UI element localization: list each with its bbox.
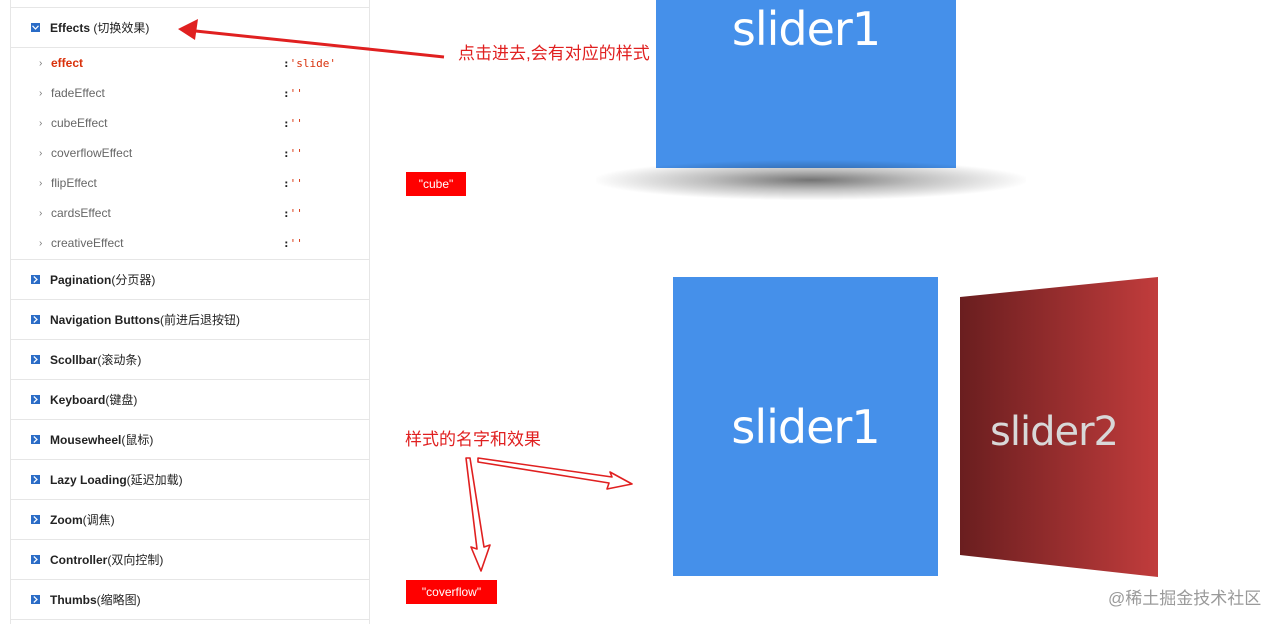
arrow-to-coverflow-tag <box>465 457 491 572</box>
effect-name-annotation: 样式的名字和效果 <box>405 430 541 449</box>
cube-slide-1-label: slider1 <box>731 2 881 56</box>
section-label: Pagination(分页器) <box>50 273 156 287</box>
arrow-to-coverflow-demo <box>477 457 633 490</box>
cube-shadow <box>596 160 1026 200</box>
chevron-right-icon <box>31 275 40 284</box>
effects-item-value: :'' <box>283 176 303 190</box>
effects-item-value: :'slide' <box>283 56 336 70</box>
chevron-right-small-icon: › <box>39 87 43 99</box>
coverflow-tag: "coverflow" <box>406 580 497 604</box>
chevron-right-icon <box>31 475 40 484</box>
chevron-right-small-icon: › <box>39 117 43 129</box>
section-label: Scollbar(滚动条) <box>50 353 142 367</box>
effects-item-name: flipEffect <box>51 176 97 190</box>
coverflow-slide-2: slider2 <box>960 277 1158 577</box>
cube-tag: "cube" <box>406 172 466 196</box>
api-sidebar: Effects (切换效果) › effect :'slide' › fadeEffec… <box>10 0 370 624</box>
effects-item-name: cubeEffect <box>51 116 108 130</box>
sidebar-sections: Pagination(分页器) Navigation Buttons(前进后退按钮… <box>11 260 369 620</box>
section-label: Thumbs(缩略图) <box>50 593 141 607</box>
effects-item-value: :'' <box>283 146 303 160</box>
chevron-right-icon <box>31 435 40 444</box>
chevron-right-icon <box>31 595 40 604</box>
click-annotation: 点击进去,会有对应的样式 <box>458 44 650 63</box>
section-label: Mousewheel(鼠标) <box>50 433 154 447</box>
chevron-right-small-icon: › <box>39 177 43 189</box>
section-keyboard[interactable]: Keyboard(键盘) <box>11 380 369 420</box>
chevron-right-small-icon: › <box>39 207 43 219</box>
watermark: @稀土掘金技术社区 <box>1108 589 1262 608</box>
effects-item-name: coverflowEffect <box>51 146 133 160</box>
chevron-right-small-icon: › <box>39 147 43 159</box>
effects-item-name: cardsEffect <box>51 206 111 220</box>
section-pagination[interactable]: Pagination(分页器) <box>11 260 369 300</box>
section-scollbar[interactable]: Scollbar(滚动条) <box>11 340 369 380</box>
chevron-right-icon <box>31 315 40 324</box>
section-label: Lazy Loading(延迟加载) <box>50 473 183 487</box>
section-controller[interactable]: Controller(双向控制) <box>11 540 369 580</box>
effects-item-value: :'' <box>283 86 303 100</box>
effects-item-creativeEffect[interactable]: › creativeEffect :'' <box>11 228 369 258</box>
section-zoom[interactable]: Zoom(调焦) <box>11 500 369 540</box>
effects-item-value: :'' <box>283 236 303 250</box>
chevron-right-small-icon: › <box>39 57 43 69</box>
section-lazy-loading[interactable]: Lazy Loading(延迟加载) <box>11 460 369 500</box>
arrow-to-effects <box>178 19 445 59</box>
effects-item-effect[interactable]: › effect :'slide' <box>11 48 369 78</box>
coverflow-slide-1-label: slider1 <box>731 399 880 454</box>
effects-item-name: creativeEffect <box>51 236 124 250</box>
effects-option-list: › effect :'slide' › fadeEffect :'' › cubeEffect… <box>11 48 369 260</box>
cube-slide-1: slider1 <box>656 0 956 168</box>
effects-item-cardsEffect[interactable]: › cardsEffect :'' <box>11 198 369 228</box>
section-label: Navigation Buttons(前进后退按钮) <box>50 313 240 327</box>
effects-item-value: :'' <box>283 116 303 130</box>
chevron-right-icon <box>31 355 40 364</box>
section-label: Controller(双向控制) <box>50 553 164 567</box>
coverflow-slide-1: slider1 <box>673 277 938 576</box>
effects-item-name: effect <box>51 56 84 70</box>
chevron-down-icon <box>31 23 40 32</box>
chevron-right-icon <box>31 555 40 564</box>
chevron-right-icon <box>31 395 40 404</box>
section-thumbs[interactable]: Thumbs(缩略图) <box>11 580 369 620</box>
section-label: Zoom(调焦) <box>50 513 115 527</box>
effects-item-fadeEffect[interactable]: › fadeEffect :'' <box>11 78 369 108</box>
effects-item-name: fadeEffect <box>51 86 105 100</box>
effects-item-coverflowEffect[interactable]: › coverflowEffect :'' <box>11 138 369 168</box>
chevron-right-icon <box>31 515 40 524</box>
section-label: Keyboard(键盘) <box>50 393 138 407</box>
chevron-right-small-icon: › <box>39 237 43 249</box>
effects-item-flipEffect[interactable]: › flipEffect :'' <box>11 168 369 198</box>
section-effects-label: Effects (切换效果) <box>50 21 150 35</box>
coverflow-slide-2-label: slider2 <box>990 409 1118 455</box>
effects-item-value: :'' <box>283 206 303 220</box>
section-effects[interactable]: Effects (切换效果) <box>11 7 369 48</box>
section-navigation-buttons[interactable]: Navigation Buttons(前进后退按钮) <box>11 300 369 340</box>
section-mousewheel[interactable]: Mousewheel(鼠标) <box>11 420 369 460</box>
effects-item-cubeEffect[interactable]: › cubeEffect :'' <box>11 108 369 138</box>
